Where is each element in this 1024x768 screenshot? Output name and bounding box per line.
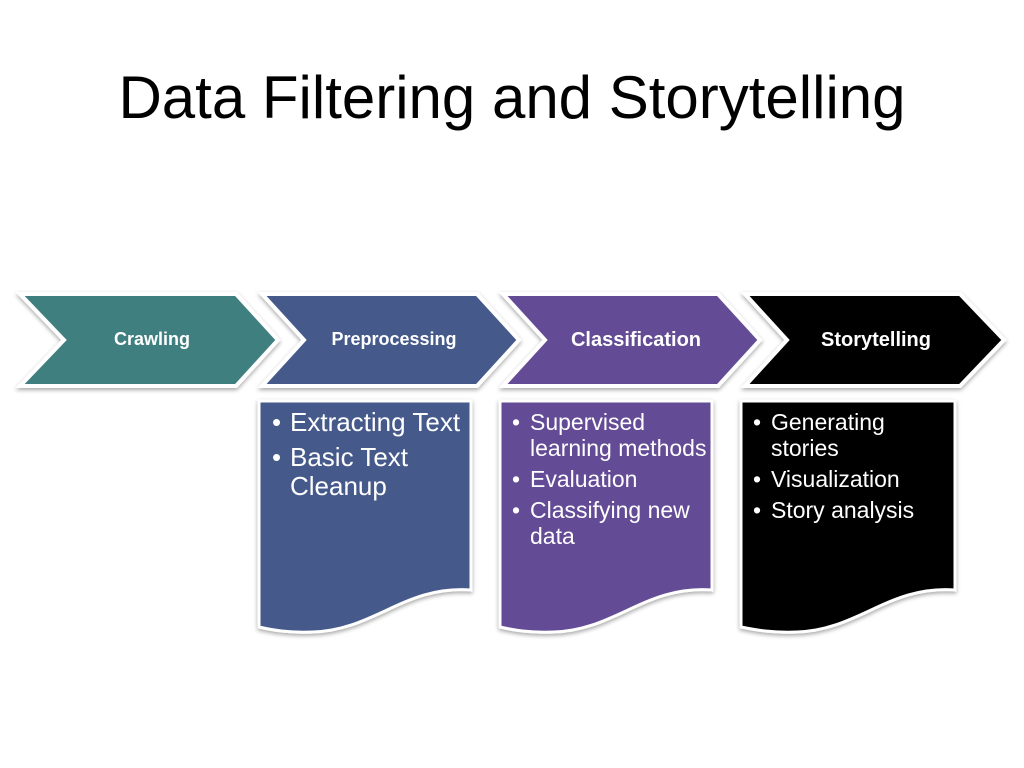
detail-list-storytelling: Generating stories Visualization Story a… <box>749 409 954 528</box>
step-label-crawling: Crawling <box>114 329 190 349</box>
list-item: Generating stories <box>749 409 954 461</box>
list-item: Evaluation <box>508 466 708 492</box>
step-label-storytelling: Storytelling <box>821 329 931 351</box>
detail-list-classification: Supervised learning methods Evaluation C… <box>508 409 708 554</box>
step-chevron-crawling: Crawling <box>15 292 281 388</box>
slide-title: Data Filtering and Storytelling <box>118 64 906 131</box>
list-item: Classifying new data <box>508 497 708 549</box>
step-label-classification: Classification <box>571 329 701 351</box>
list-item: Story analysis <box>749 497 954 523</box>
step-chevron-storytelling: Storytelling <box>740 292 1007 388</box>
list-item: Basic Text Cleanup <box>268 443 468 501</box>
list-item: Extracting Text <box>268 408 468 438</box>
detail-list-preprocessing: Extracting Text Basic Text Cleanup <box>268 408 468 507</box>
list-item: Visualization <box>749 466 954 492</box>
list-item: Supervised learning methods <box>508 409 708 461</box>
step-label-preprocessing: Preprocessing <box>331 329 456 349</box>
step-chevron-classification: Classification <box>498 292 763 388</box>
step-chevron-preprocessing: Preprocessing <box>257 292 522 388</box>
